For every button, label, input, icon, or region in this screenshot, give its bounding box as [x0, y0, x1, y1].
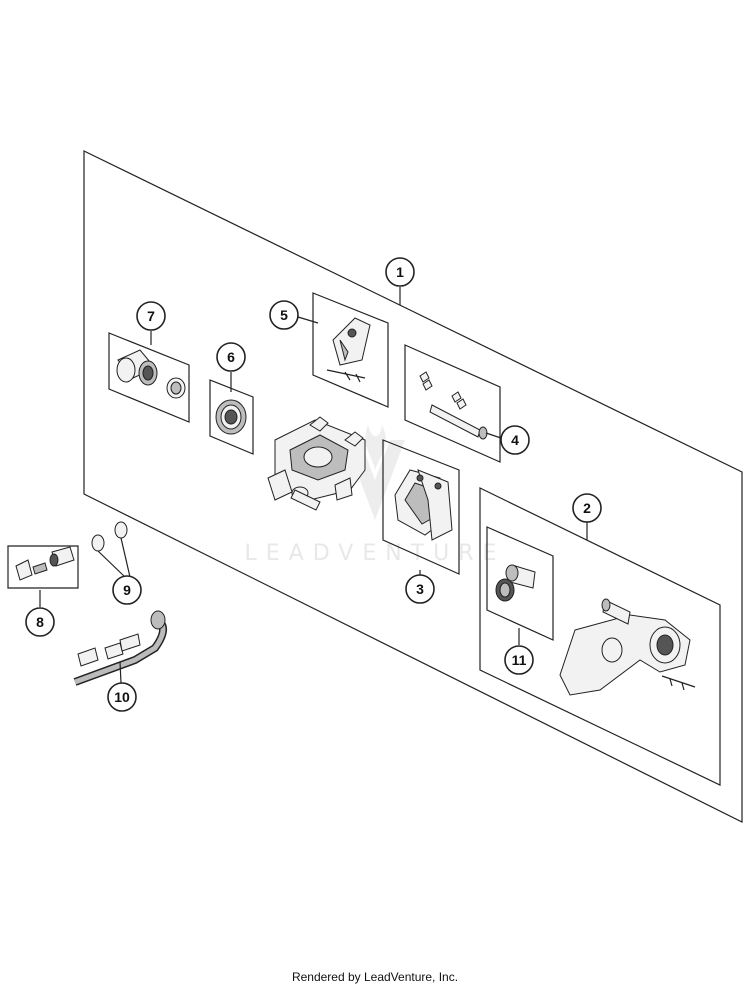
callout-8[interactable]: 8	[25, 607, 55, 637]
pin-kit-panel	[486, 526, 554, 641]
pin-set-panel	[404, 344, 501, 463]
spring-kit-panel	[312, 292, 389, 408]
bleeder-kit-panel	[7, 545, 79, 589]
leader-lines	[39, 287, 588, 684]
pad-kit-panel	[382, 439, 460, 575]
piston-part	[116, 349, 186, 399]
callout-9[interactable]: 9	[112, 575, 142, 605]
brake-hose-part	[73, 610, 168, 686]
watermark-text: LEADVENTURE	[245, 541, 506, 566]
callout-3[interactable]: 3	[405, 574, 435, 604]
callout-2[interactable]: 2	[572, 493, 602, 523]
callout-5-label: 5	[280, 307, 288, 323]
callout-9-label: 9	[123, 582, 131, 598]
callout-3-label: 3	[416, 581, 424, 597]
callout-1[interactable]: 1	[385, 257, 415, 287]
callout-11[interactable]: 11	[504, 645, 534, 675]
callout-8-label: 8	[36, 614, 44, 630]
pin-part	[419, 371, 488, 440]
footer-credit: Rendered by LeadVenture, Inc.	[291, 970, 459, 984]
callout-6-label: 6	[227, 349, 235, 365]
callout-7-label: 7	[147, 308, 155, 324]
caliper-body-part	[267, 416, 366, 511]
seal-kit-panel	[209, 379, 254, 455]
callout-2-label: 2	[583, 500, 591, 516]
callout-6[interactable]: 6	[216, 342, 246, 372]
callout-10-label: 10	[114, 689, 130, 705]
callout-10[interactable]: 10	[107, 682, 137, 712]
callout-1-label: 1	[396, 264, 404, 280]
carrier-panel	[479, 487, 721, 786]
callout-4-label: 4	[511, 432, 519, 448]
callout-4[interactable]: 4	[500, 425, 530, 455]
carrier-bracket-part	[559, 598, 696, 696]
spring-clip-part	[326, 317, 371, 383]
brake-pad-part	[394, 469, 453, 541]
callout-5[interactable]: 5	[269, 300, 299, 330]
callout-11-label: 11	[512, 652, 527, 668]
guide-pin-part	[495, 564, 536, 602]
seal-ring-part	[215, 399, 247, 435]
callout-7[interactable]: 7	[136, 301, 166, 331]
piston-kit-panel	[108, 332, 190, 423]
main-assembly-panel	[83, 150, 743, 823]
bleeder-screw-part	[15, 546, 75, 581]
o-ring-part	[91, 521, 128, 552]
